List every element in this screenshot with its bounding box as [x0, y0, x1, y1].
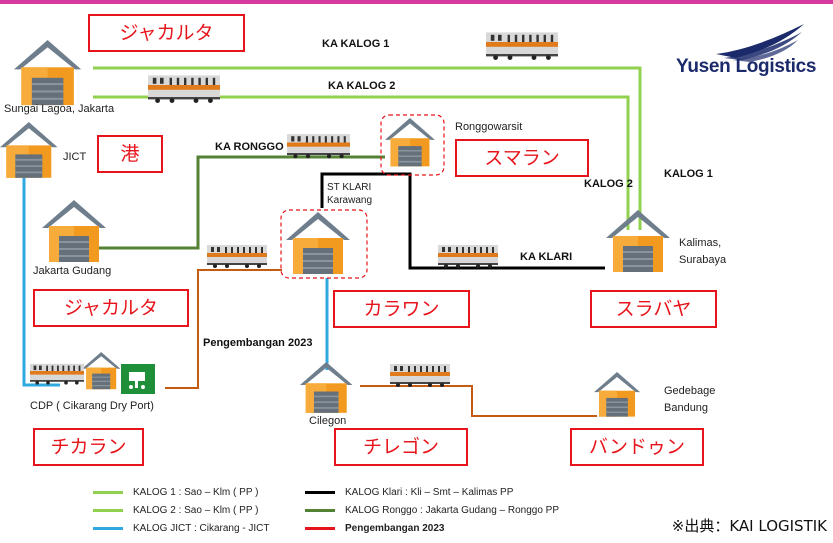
station-bandung: Bandung [664, 402, 709, 414]
legend-item-pengembangan: Pengembangan 2023 [305, 523, 444, 534]
station-jakarta-gudang: Jakarta Gudang [33, 265, 112, 277]
route-dev-bandung-line [360, 385, 597, 417]
legend-item-kalog1: KALOG 1 : Sao – Klm ( PP ) [93, 487, 258, 498]
train-kalog2-icon [148, 75, 220, 103]
yusen-logo-text: Yusen Logistics [676, 56, 817, 77]
warehouse-cdp-icon [81, 351, 122, 390]
route-kalog2-line [93, 95, 630, 230]
legend-item-ronggo: KALOG Ronggo : Jakarta Gudang – Ronggo P… [305, 505, 559, 516]
dry-port-sign-icon [121, 364, 155, 394]
station-st-klari: ST KLARI [327, 182, 372, 193]
legend-item-klari: KALOG Klari : Kli – Smt – Kalimas PP [305, 487, 513, 498]
train-cdp-icon [30, 363, 84, 385]
header-accent-bar [0, 0, 833, 4]
route-label-kalog2: KALOG 2 [584, 178, 633, 190]
route-klari-line [320, 172, 605, 270]
route-ronggo-line [96, 155, 385, 250]
station-surabaya: Surabaya [679, 254, 727, 266]
train-ronggo-icon [287, 134, 350, 159]
region-label-jakarta-top: ジャカルタ [88, 14, 245, 52]
legend-swatch [305, 491, 335, 494]
region-label-jakarta-mid: ジャカルタ [33, 289, 189, 327]
legend-swatch [93, 491, 123, 494]
region-label-semarang: スマラン [455, 139, 589, 177]
station-kalimas: Kalimas, [679, 237, 722, 249]
legend-swatch [305, 509, 335, 512]
legend-item-jict: KALOG JICT : Cikarang - JICT [93, 523, 270, 534]
highlight-ronggowarsit [380, 114, 445, 176]
region-label-karawang: カラワン [333, 290, 470, 328]
station-cdp: CDP ( Cikarang Dry Port) [30, 400, 154, 412]
station-gedebage: Gedebage [664, 385, 716, 397]
station-ronggowarsit: Ronggowarsit [455, 121, 523, 133]
warehouse-ronggowarsit-icon [384, 117, 436, 168]
train-kalog1-icon [486, 32, 558, 60]
station-cilegon: Cilegon [309, 415, 347, 427]
route-label-ka-kalog2: KA KALOG 2 [328, 80, 396, 92]
region-label-surabaya: スラバヤ [590, 290, 717, 328]
source-citation: ※出典：KAI LOGISTIK [671, 517, 827, 535]
warehouse-kalimas-icon [605, 209, 671, 273]
warehouse-karawang-icon [285, 211, 351, 275]
warehouse-jict-icon [0, 121, 59, 179]
region-label-cikarang: チカラン [33, 428, 144, 466]
route-jict-line [22, 170, 60, 387]
region-label-cilegon: チレゴン [334, 428, 468, 466]
region-label-port: 港 [97, 135, 163, 173]
route-label-ka-klari: KA KLARI [520, 251, 573, 263]
train-karawang-icon [207, 245, 267, 268]
train-klari-icon [438, 245, 498, 268]
station-jict: JICT [63, 151, 87, 163]
highlight-karawang [280, 209, 368, 279]
warehouse-sungai-lagoa-icon [12, 38, 83, 107]
route-kalog1-line [93, 66, 642, 230]
train-bandung-icon [390, 364, 450, 387]
yusen-logo-icon [716, 24, 804, 62]
legend-swatch [93, 527, 123, 530]
station-karawang: Karawang [327, 195, 373, 206]
route-label-ka-ronggo: KA RONGGO [215, 141, 284, 153]
route-label-kalog1: KALOG 1 [664, 168, 713, 180]
warehouse-gedebage-icon [593, 371, 641, 418]
route-label-pengembangan: Pengembangan 2023 [203, 337, 313, 349]
region-label-bandung: バンドゥン [570, 428, 704, 466]
legend-swatch [305, 527, 335, 530]
route-label-ka-kalog1: KA KALOG 1 [322, 38, 390, 50]
legend-item-kalog2: KALOG 2 : Sao – Klm ( PP ) [93, 505, 258, 516]
route-dev-cdp-line [165, 269, 282, 389]
legend-swatch [93, 509, 123, 512]
warehouse-jakarta-gudang-icon [41, 199, 107, 263]
station-sungai-lagoa: Sungai Lagoa, Jakarta [4, 103, 115, 115]
